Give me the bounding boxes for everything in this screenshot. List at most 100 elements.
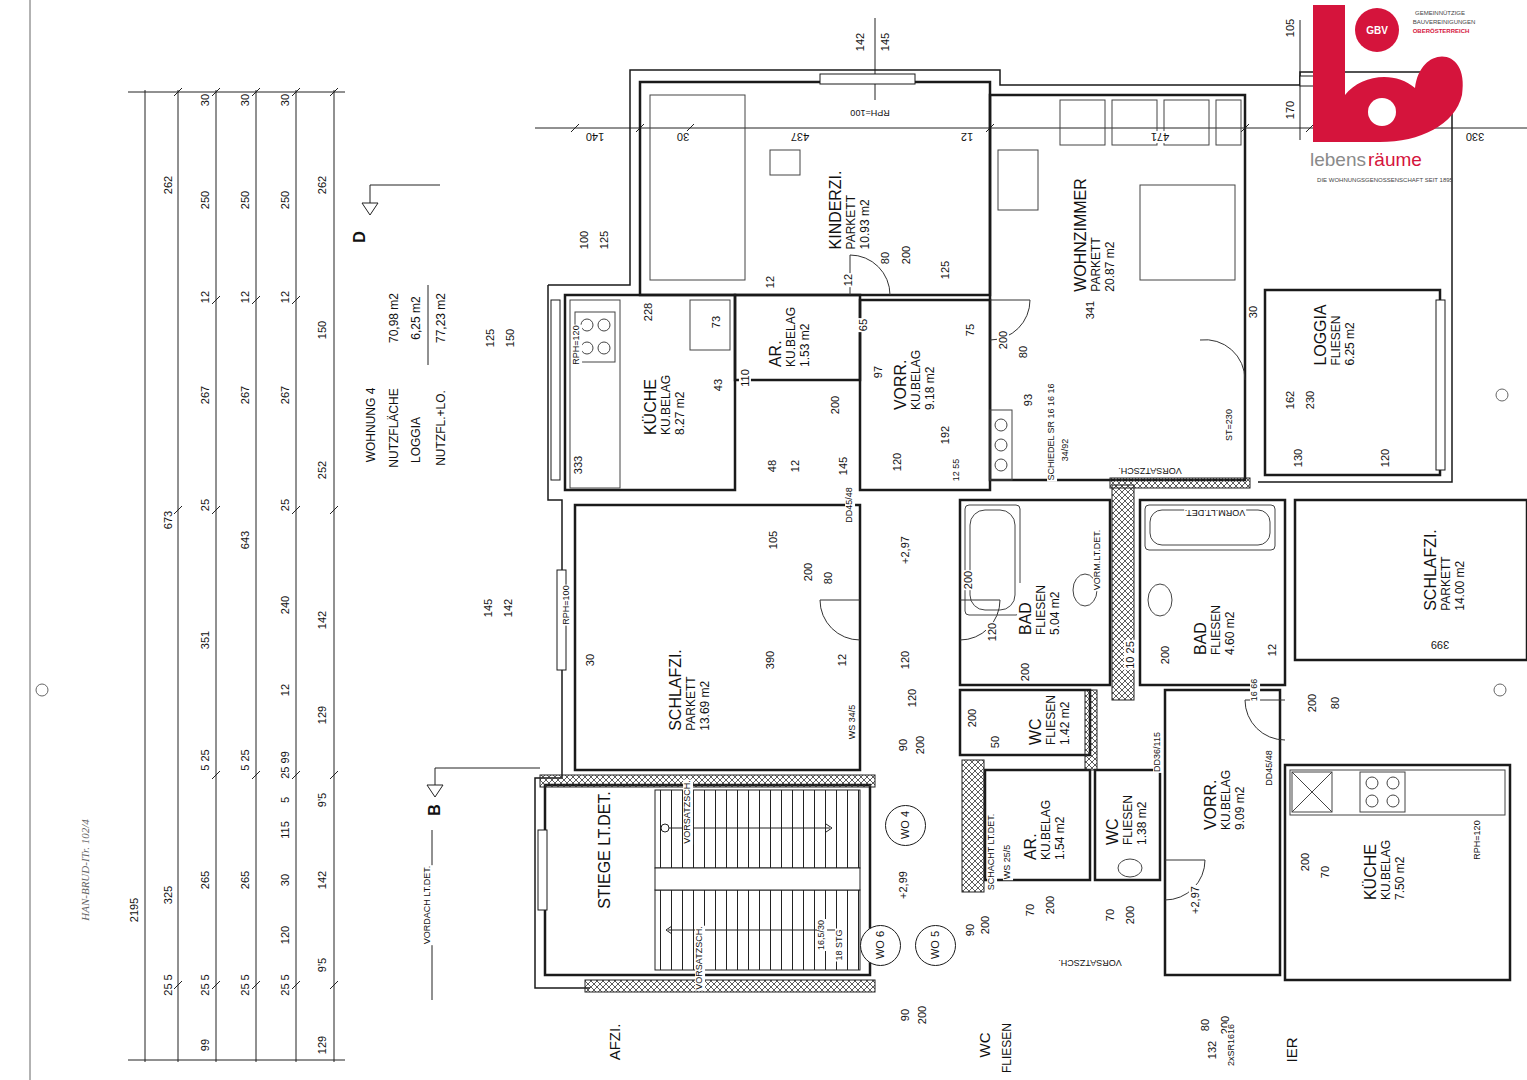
dimension-label: +2,97 — [1189, 885, 1201, 915]
dimension-label: 200 — [979, 915, 991, 935]
dimension-label: 80 — [1329, 696, 1341, 710]
note-label: 12 55 — [952, 458, 962, 483]
room-detail: 5.04 m2 — [1049, 585, 1063, 635]
dimension-label: 250 — [239, 190, 251, 210]
area-note: 77,23 m2 — [435, 292, 448, 344]
room-name: WO 6 — [874, 931, 887, 959]
dimension-line — [435, 768, 540, 785]
area-note: NUTZFLÄCHE — [388, 387, 401, 468]
furniture — [690, 300, 730, 350]
dimension-label: 673 — [162, 510, 174, 530]
dimension-label: 30 — [279, 873, 291, 887]
room-detail: FLIESEN — [1045, 695, 1059, 745]
room-text: WO 6 — [874, 929, 887, 961]
room-text: BADFLIESEN4.60 m2 — [1192, 603, 1238, 657]
furniture — [581, 342, 593, 354]
room-detail: 9.18 m2 — [924, 350, 938, 410]
dimension-label: 330 — [1465, 131, 1485, 143]
window — [551, 300, 560, 480]
dimension-label: 25 — [279, 498, 291, 512]
note-label: 16 66 — [1250, 678, 1260, 703]
room-detail: 9.09 m2 — [1234, 770, 1248, 830]
room-detail: PARKETT — [845, 171, 859, 250]
room-name: STIEGE LT.DET. — [596, 791, 614, 909]
dimension-label: 30 — [1247, 305, 1259, 319]
window — [1436, 300, 1445, 470]
room-name: BAD — [1192, 605, 1210, 655]
note-label: DD45/48 — [1265, 749, 1275, 787]
furniture — [1387, 777, 1399, 789]
furniture — [1164, 100, 1209, 145]
room-name: KÜCHE — [642, 375, 660, 435]
room-detail: KU.BELAG — [910, 350, 924, 410]
stair — [661, 824, 669, 832]
room-wall — [575, 505, 860, 770]
unit-circle: WO 4 — [885, 805, 926, 846]
note-label: VORSATZSCH. — [683, 779, 693, 844]
dimension-label: 9'5 — [316, 957, 328, 973]
dimension-label: 65 — [857, 318, 869, 332]
room-text: WOHNZIMMERPARKETT20.87 m2 — [1072, 176, 1118, 293]
dimension-label: 132 — [1206, 1040, 1218, 1060]
room-detail: 20.87 m2 — [1104, 178, 1118, 291]
dimension-label: 200 — [916, 1005, 928, 1025]
area-note: WOHNUNG 4 — [365, 387, 378, 464]
dimension-line — [370, 185, 440, 203]
dimension-label: 200 — [962, 570, 974, 590]
area-note: NUTZFL.+LO. — [435, 389, 448, 467]
dimension-label: 12 — [764, 275, 776, 289]
furniture — [598, 342, 610, 354]
sheet-edge — [30, 0, 31, 1080]
dimension-label: 120 — [1379, 448, 1391, 468]
dimension-label: 150 — [504, 328, 516, 348]
furniture — [970, 510, 1015, 610]
dimension-label: 643 — [239, 530, 251, 550]
dimension-label: 12 — [279, 683, 291, 697]
room: KINDERZI.PARKETT10.93 m2 — [640, 82, 990, 295]
dimension-label: 80 — [822, 571, 834, 585]
window — [1300, 76, 1314, 86]
room-detail: 1.42 m2 — [1059, 695, 1073, 745]
dimension-label: 170 — [1284, 100, 1296, 120]
room-name: WO 4 — [899, 811, 912, 839]
room: BADFLIESEN5.04 m2 — [960, 500, 1110, 685]
room-wall — [985, 770, 1090, 880]
dimension-label: 145 — [879, 32, 891, 52]
room-wall — [1095, 770, 1160, 880]
room: SCHLAFZI.PARKETT14.00 m2 — [1295, 500, 1527, 660]
note-label: RPH=100 — [849, 107, 890, 117]
dimension-label: 471 — [1150, 131, 1170, 143]
room-text: STIEGE LT.DET. — [596, 789, 614, 911]
dimension-line — [362, 203, 378, 215]
door-swing — [1200, 340, 1245, 380]
room-detail: PARKETT — [1440, 529, 1454, 611]
dimension-label: 125 — [598, 230, 610, 250]
dimension-label: 437 — [790, 131, 810, 143]
dimension-label: 200 — [1019, 662, 1031, 682]
dimension-label: 9'5 — [316, 792, 328, 808]
room-wall — [1295, 500, 1527, 660]
dimension-label: 200 — [1306, 693, 1318, 713]
dimension-label: 341 — [1084, 300, 1096, 320]
room: AR.KU.BELAG1.54 m2 — [985, 770, 1090, 880]
dimension-label: 97 — [872, 365, 884, 379]
dimension-label: 120 — [279, 925, 291, 945]
room-detail: 8.27 m2 — [674, 375, 688, 435]
room-text: AR.KU.BELAG1.53 m2 — [767, 305, 813, 369]
dimension-label: 70 — [1104, 908, 1116, 922]
hatched-wall — [1110, 478, 1250, 488]
sheet-edge — [36, 684, 48, 696]
room: AR.KU.BELAG1.53 m2 — [735, 295, 860, 380]
dimension-label: 145 — [837, 456, 849, 476]
logo — [1313, 5, 1463, 142]
dimension-line — [428, 285, 429, 365]
dimension-label: 25 5 — [279, 973, 291, 996]
dimension-label: 12 — [1266, 643, 1278, 657]
furniture — [1216, 100, 1241, 145]
dimension-label: 200 — [1044, 895, 1056, 915]
furniture — [570, 95, 1505, 877]
room-wall — [565, 295, 735, 490]
dimension-label: 142 — [316, 870, 328, 890]
room-text: KÜCHEKU.BELAG8.27 m2 — [642, 373, 688, 437]
door-swing — [820, 600, 860, 640]
